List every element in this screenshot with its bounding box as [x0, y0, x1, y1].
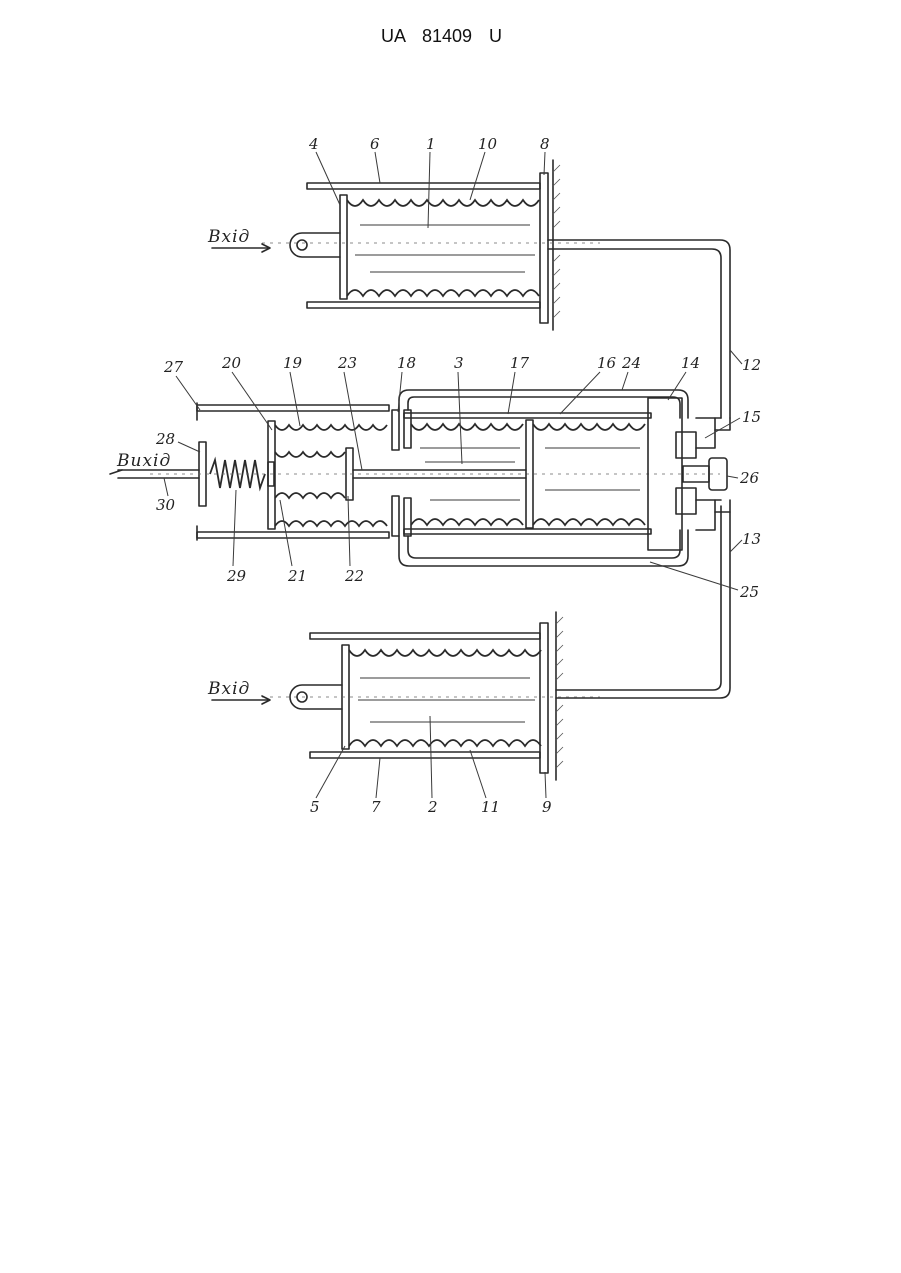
part-number-7: 7: [371, 798, 381, 816]
part-number-29: 29: [226, 567, 247, 585]
part-number-1: 1: [426, 135, 436, 153]
part-number-4: 4: [308, 135, 319, 153]
output-assembly: [110, 390, 730, 566]
part-number-24: 24: [621, 354, 641, 372]
bottom-cylinder: [212, 500, 730, 780]
output-label: Вихід: [116, 451, 171, 471]
part-number-20: 20: [221, 354, 242, 372]
part-number-11: 11: [481, 798, 500, 816]
part-number-9: 9: [542, 798, 552, 816]
part-number-6: 6: [370, 135, 380, 153]
input-top-label: Вхід: [207, 227, 250, 247]
part-number-25: 25: [739, 583, 759, 601]
part-number-14: 14: [681, 354, 700, 372]
part-number-5: 5: [310, 798, 320, 816]
part-number-3: 3: [454, 354, 464, 372]
part-number-10: 10: [478, 135, 498, 153]
part-number-2: 2: [427, 798, 438, 816]
part-number-15: 15: [742, 408, 761, 426]
part-number-26: 26: [739, 469, 760, 487]
part-number-22: 22: [344, 567, 364, 585]
part-number-23: 23: [337, 354, 357, 372]
part-number-21: 21: [287, 567, 307, 585]
part-number-30: 30: [156, 496, 176, 514]
part-number-19: 19: [283, 354, 303, 372]
input-bottom-label: Вхід: [207, 679, 250, 699]
part-number-27: 27: [163, 358, 184, 376]
part-number-18: 18: [397, 354, 416, 372]
part-number-8: 8: [540, 135, 550, 153]
part-number-13: 13: [742, 530, 761, 548]
top-cylinder: [212, 160, 730, 418]
part-number-16: 16: [597, 354, 617, 372]
part-number-12: 12: [742, 356, 761, 374]
part-number-28: 28: [155, 430, 175, 448]
part-number-17: 17: [510, 354, 530, 372]
